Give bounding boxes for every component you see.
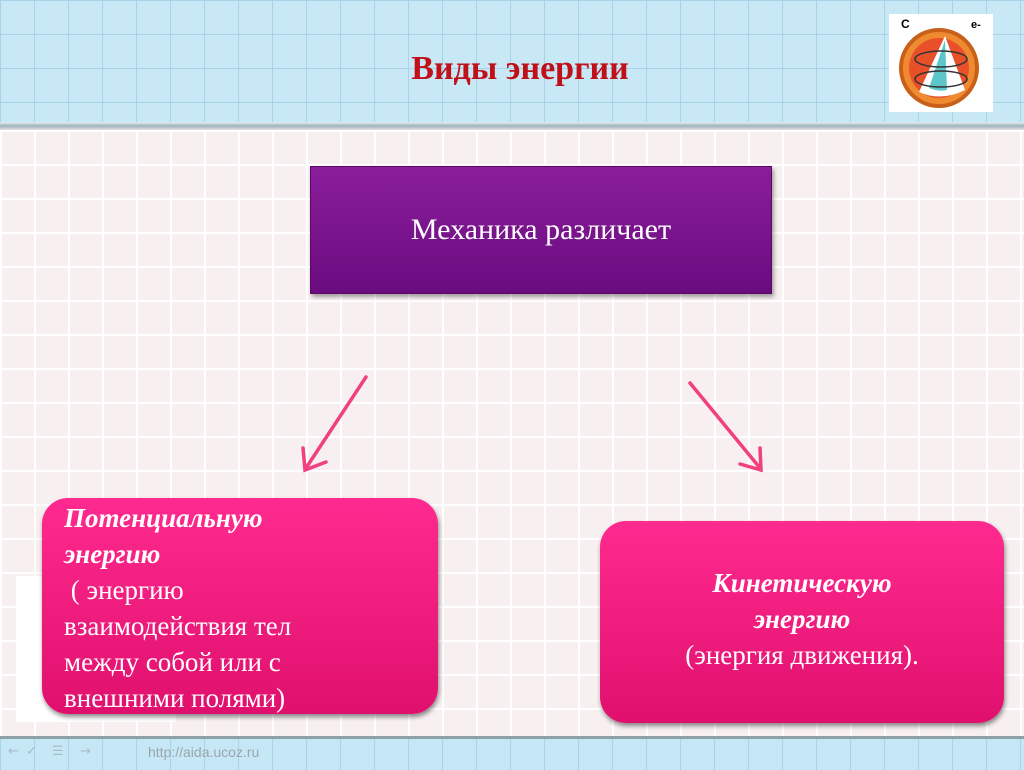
logo-label-e: e- xyxy=(971,19,981,31)
header-divider xyxy=(0,122,1024,130)
potential-energy-box: Потенциальную энергию ( энергию взаимоде… xyxy=(42,498,438,714)
kinetic-energy-box: Кинетическую энергию (энергия движения). xyxy=(600,521,1004,723)
kinetic-heading-1: Кинетическую xyxy=(712,568,892,598)
atom-cone-logo-icon: C e- xyxy=(889,14,993,112)
footer-band xyxy=(0,736,1024,770)
kinetic-heading-2: энергию xyxy=(753,604,851,634)
potential-heading-2: энергию xyxy=(64,539,161,569)
potential-desc-4: внешними полями) xyxy=(64,683,286,713)
arrow-left-down-icon xyxy=(301,375,368,473)
pen-icon[interactable]: ✓ xyxy=(26,744,37,759)
potential-desc-3: между собой или с xyxy=(64,647,281,677)
kinetic-desc: (энергия движения). xyxy=(685,640,919,670)
root-node-label: Механика различает xyxy=(410,213,672,246)
logo-label-c: C xyxy=(901,17,910,31)
prev-slide-icon[interactable]: ← xyxy=(8,744,19,759)
arrow-right-down-icon xyxy=(688,381,763,473)
footer-url: http://aida.ucoz.ru xyxy=(148,744,260,760)
slide-title: Виды энергии xyxy=(411,50,629,87)
next-slide-icon[interactable]: → xyxy=(80,744,91,759)
root-node-box: Механика различает xyxy=(310,166,772,294)
potential-heading-1: Потенциальную xyxy=(64,503,263,533)
header-band xyxy=(0,0,1024,122)
potential-desc-2: взаимодействия тел xyxy=(64,611,292,641)
menu-icon[interactable]: ☰ xyxy=(52,744,64,759)
potential-desc-1: ( энергию xyxy=(64,575,184,605)
